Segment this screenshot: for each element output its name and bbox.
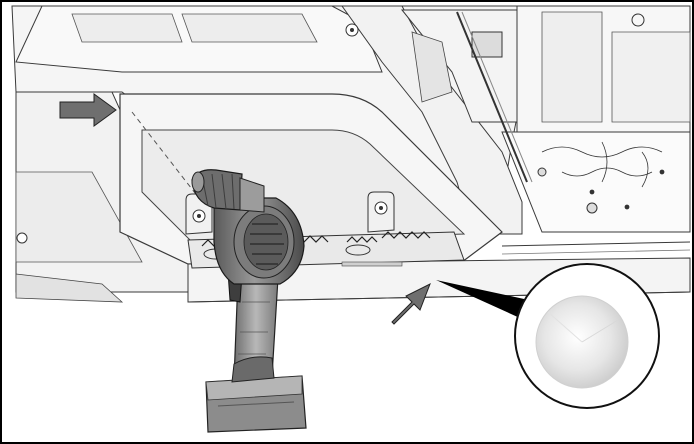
cordless-drill (191, 169, 307, 433)
callout-arrow-upper (59, 93, 117, 127)
detail-view-circle (514, 263, 660, 409)
interior-floor (501, 131, 691, 233)
callout-arrow-lower (391, 282, 431, 325)
mounting-tab-right (367, 191, 395, 233)
vehicle-body (11, 5, 691, 303)
detail-view-leader (436, 280, 542, 328)
